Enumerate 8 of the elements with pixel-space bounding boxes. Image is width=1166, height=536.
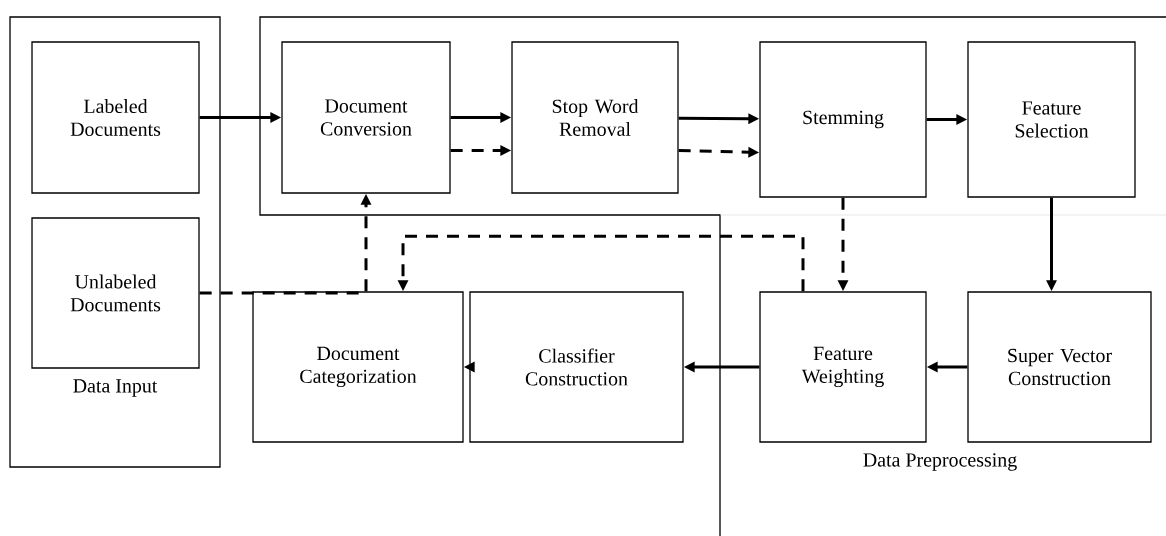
process-box: Stemming bbox=[759, 41, 927, 198]
process-box: Feature Weighting bbox=[759, 291, 927, 443]
process-box: Document Conversion bbox=[281, 41, 451, 194]
process-box: Labeled Documents bbox=[31, 41, 200, 194]
process-box: Unlabeled Documents bbox=[31, 217, 200, 369]
process-box: Super Vector Construction bbox=[967, 291, 1152, 443]
process-box: Feature Selection bbox=[967, 41, 1136, 198]
process-box: Stop Word Removal bbox=[511, 41, 679, 194]
